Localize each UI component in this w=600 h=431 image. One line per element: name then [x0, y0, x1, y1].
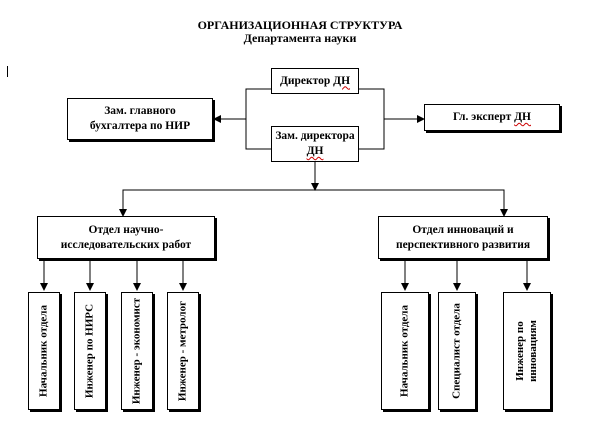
- deputy-director-box: Зам. директора ДН: [271, 126, 359, 162]
- director-box: Директор ДН: [271, 68, 359, 94]
- staff-innovation-engineer: Инженер по инновациям: [503, 292, 551, 410]
- staff-research-engineer-nirs: Инженер по НИРС: [74, 292, 106, 410]
- chart-title: ОРГАНИЗАЦИОННАЯ СТРУКТУРА: [197, 18, 403, 32]
- director-abbr: ДН: [333, 74, 351, 87]
- text-cursor: [7, 66, 8, 77]
- staff-research-economist-label: Инженер - экономист: [130, 297, 143, 405]
- staff-innovation-specialist: Специалист отдела: [438, 292, 476, 410]
- staff-innovation-engineer-label: Инженер по инновациям: [514, 320, 540, 382]
- chief-expert-box: Гл. эксперт ДН: [424, 104, 560, 131]
- innovation-dept-line2: перспективного развития: [395, 238, 531, 251]
- innovation-dept-box: Отдел инноваций и перспективного развити…: [378, 216, 548, 259]
- deputy-accountant-line2: бухгалтера по НИР: [89, 120, 191, 132]
- director-label: Директор: [279, 74, 331, 87]
- split-line: [122, 189, 505, 192]
- staff-innovation-specialist-label: Специалист отдела: [450, 303, 463, 399]
- bracket-right: [359, 88, 385, 150]
- innovation-dept-line1: Отдел инноваций и: [412, 223, 514, 236]
- chart-subtitle: Департамента науки: [243, 31, 357, 45]
- staff-innovation-engineer-line1: Инженер по: [514, 321, 526, 381]
- bracket-left: [245, 88, 271, 150]
- research-dept-line1: Отдел научно-: [88, 223, 164, 236]
- staff-research-engineer-nirs-label: Инженер по НИРС: [83, 303, 96, 399]
- deputy-accountant-box: Зам. главного бухгалтера по НИР: [67, 98, 213, 140]
- staff-innovation-engineer-line2: инновациям: [527, 320, 539, 382]
- chief-expert-abbr: ДН: [514, 111, 531, 123]
- deputy-director-line1: Зам. директора: [275, 130, 355, 142]
- staff-research-metrologist-label: Инженер - метролог: [176, 300, 189, 402]
- deputy-director-abbr: ДН: [306, 145, 324, 157]
- staff-research-economist: Инженер - экономист: [121, 292, 153, 410]
- deputy-accountant-line1: Зам. главного: [104, 105, 176, 117]
- staff-innovation-head: Начальник отдела: [381, 292, 429, 410]
- research-dept-box: Отдел научно- исследовательских работ: [37, 216, 215, 259]
- staff-innovation-head-label: Начальник отдела: [398, 305, 411, 397]
- staff-research-metrologist: Инженер - метролог: [167, 292, 199, 410]
- staff-research-head-label: Начальник отдела: [37, 305, 50, 397]
- chief-expert-label: Гл. эксперт: [453, 111, 512, 123]
- staff-research-head: Начальник отдела: [28, 292, 60, 410]
- research-dept-line2: исследовательских работ: [60, 238, 192, 251]
